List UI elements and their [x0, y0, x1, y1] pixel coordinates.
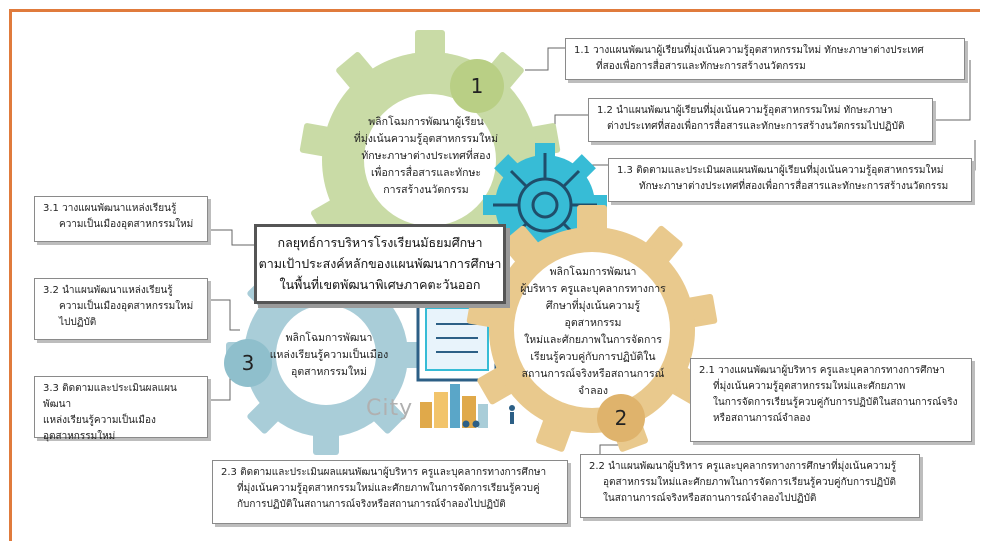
strategy-line: 3.1 วางแผนพัฒนาแหล่งเรียนรู้: [43, 203, 177, 214]
gear-2-line: พลิกโฉมการพัฒนา: [549, 266, 637, 278]
strategy-line: 1.2 นำแผนพัฒนาผู้เรียนที่มุ่งเน้นความรู้…: [597, 105, 893, 116]
gear-2-line: ศึกษาที่มุ่งเน้นความรู้อุตสาหกรรม: [545, 300, 641, 329]
person-walking-icon: [509, 405, 515, 424]
city-skyline-icon: [420, 384, 488, 428]
gear-1-line: เพื่อการสื่อสารและทักษะ: [370, 167, 482, 179]
gear-3-line: พลิกโฉมการพัฒนา: [285, 332, 373, 344]
strategy-2-3-box: 2.3 ติดตามและประเมินผลแผนพัฒนาผู้บริหาร …: [212, 460, 568, 524]
laptop-icon: [416, 298, 498, 382]
strategy-1-1-box: 1.1 วางแผนพัฒนาผู้เรียนที่มุ่งเน้นความรู…: [565, 38, 965, 80]
gear-2-line: สถานการณ์จริงหรือสถานการณ์: [521, 368, 665, 380]
strategy-line: อุตสาหกรรมใหม่: [43, 431, 116, 442]
strategy-line: 1.1 วางแผนพัฒนาผู้เรียนที่มุ่งเน้นความรู…: [574, 45, 924, 56]
gear-3-text: พลิกโฉมการพัฒนา แหล่งเรียนรู้ความเป็นเมื…: [264, 330, 394, 381]
cyclist-icon: [462, 420, 480, 428]
strategy-1-3-box: 1.3 ติดตามและประเมินผลแผนพัฒนาผู้เรียนที…: [608, 158, 972, 202]
gear-1-text: พลิกโฉมการพัฒนาผู้เรียน ที่มุ่งเน้นความร…: [342, 114, 510, 199]
strategy-3-2-box: 3.2 นำแผนพัฒนาแหล่งเรียนรู้ ความเป็นเมือ…: [34, 278, 208, 340]
strategy-line: ไปปฏิบัติ: [59, 317, 97, 328]
strategy-line: 2.1 วางแผนพัฒนาผู้บริหาร ครูและบุคลากรทา…: [699, 365, 945, 376]
strategy-line: ในสถานการณ์จริงหรือสถานการณ์จำลองไปปฏิบั…: [603, 493, 817, 504]
strategy-line: 3.2 นำแผนพัฒนาแหล่งเรียนรู้: [43, 285, 173, 296]
gear-1-line: พลิกโฉมการพัฒนาผู้เรียน: [368, 116, 484, 128]
strategy-line: ต่างประเทศที่สองเพื่อการสื่อสารและทักษะก…: [607, 121, 905, 132]
gear-3-line: แหล่งเรียนรู้ความเป็นเมือง: [269, 349, 389, 361]
strategy-2-1-box: 2.1 วางแผนพัฒนาผู้บริหาร ครูและบุคลากรทา…: [690, 358, 972, 442]
gear-2-line: จำลอง: [578, 385, 608, 397]
strategy-line: ที่มุ่งเน้นความรู้อุตสาหกรรมใหม่และศักยภ…: [237, 483, 540, 494]
orange-frame: [9, 9, 980, 541]
strategy-line: 3.3 ติดตามและประเมินผลแผนพัฒนา: [43, 383, 177, 410]
strategy-line: 2.2 นำแผนพัฒนาผู้บริหาร ครูและบุคลากรทาง…: [589, 461, 897, 472]
strategy-3-1-box: 3.1 วางแผนพัฒนาแหล่งเรียนรู้ ความเป็นเมื…: [34, 196, 208, 242]
gear-2-line: ผู้บริหาร ครูและบุคลากรทางการ: [520, 283, 666, 295]
gear-3: [224, 255, 426, 455]
strategy-1-2-box: 1.2 นำแผนพัฒนาผู้เรียนที่มุ่งเน้นความรู้…: [588, 98, 933, 142]
gear-3-line: อุตสาหกรรมใหม่: [291, 366, 367, 378]
gear-1-badge: [450, 59, 504, 113]
gear-3-badge: [224, 339, 272, 387]
gear-2-badge: [597, 394, 645, 442]
gear-1-number: 1: [470, 74, 484, 98]
title-line: ตามเป้าประสงค์หลักของแผนพัฒนาการศึกษา: [258, 256, 502, 271]
gear-2-line: ใหม่และศักยภาพในการจัดการ: [524, 334, 662, 346]
strategy-line: กับการปฏิบัติในสถานการณ์จริงหรือสถานการณ…: [237, 499, 506, 510]
gear-2: [466, 205, 718, 452]
title-line: กลยุทธ์การบริหารโรงเรียนมัธยมศึกษา: [277, 235, 483, 250]
gear-1-line: ทักษะภาษาต่างประเทศที่สอง: [361, 150, 491, 162]
strategy-line: ทักษะภาษาต่างประเทศที่สองเพื่อการสื่อสาร…: [639, 181, 949, 192]
gear-1-line: การสร้างนวัตกรรม: [383, 184, 469, 196]
title-line: ในพื้นที่เขตพัฒนาพิเศษภาคตะวันออก: [279, 277, 481, 292]
strategy-line: แหล่งเรียนรู้ความเป็นเมือง: [43, 415, 156, 426]
strategy-2-2-box: 2.2 นำแผนพัฒนาผู้บริหาร ครูและบุคลากรทาง…: [580, 454, 920, 518]
strategy-line: ที่สองเพื่อการสื่อสารและทักษะการสร้างนวั…: [596, 61, 806, 72]
strategy-line: 2.3 ติดตามและประเมินผลแผนพัฒนาผู้บริหาร …: [221, 467, 547, 478]
strategy-line: ความเป็นเมืองอุตสาหกรรมใหม่: [59, 219, 194, 230]
strategy-line: 1.3 ติดตามและประเมินผลแผนพัฒนาผู้เรียนที…: [617, 165, 944, 176]
gear-1-line: ที่มุ่งเน้นความรู้อุตสาหกรรมใหม่: [353, 133, 499, 145]
strategy-line: ความเป็นเมืองอุตสาหกรรมใหม่: [59, 301, 194, 312]
gear-2-number: 2: [614, 406, 628, 430]
strategy-3-3-box: 3.3 ติดตามและประเมินผลแผนพัฒนา แหล่งเรีย…: [34, 376, 208, 442]
strategy-line: ที่มุ่งเน้นความรู้อุตสาหกรรมใหม่และศักยภ…: [713, 381, 906, 392]
strategy-line: ในการจัดการเรียนรู้ควบคู่กับการปฏิบัติใน…: [713, 397, 958, 408]
gear-3-number: 3: [241, 351, 255, 375]
gear-2-text: พลิกโฉมการพัฒนา ผู้บริหาร ครูและบุคลากรท…: [518, 264, 668, 400]
title-box: กลยุทธ์การบริหารโรงเรียนมัธยมศึกษา ตามเป…: [254, 224, 506, 304]
city-word: City: [366, 396, 414, 421]
strategy-line: อุตสาหกรรมใหม่และศักยภาพในการจัดการเรียน…: [603, 477, 896, 488]
strategy-line: หรือสถานการณ์จำลอง: [713, 413, 811, 424]
gear-2-line: เรียนรู้ควบคู่กับการปฏิบัติใน: [530, 351, 656, 363]
